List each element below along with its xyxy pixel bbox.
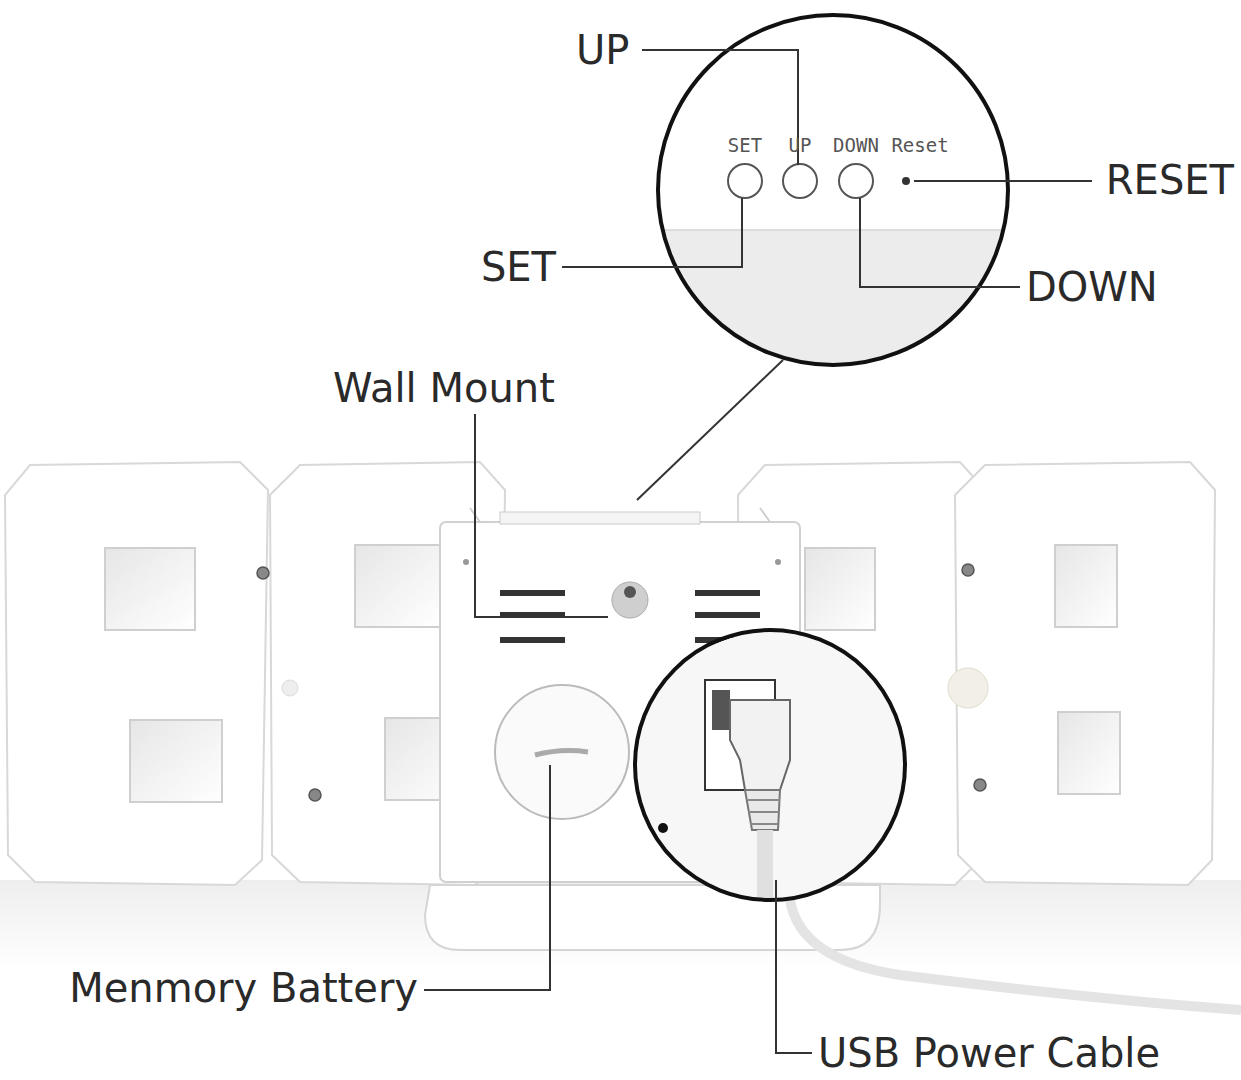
light-sensor bbox=[282, 680, 298, 696]
button-print: Reset bbox=[891, 135, 948, 156]
digit-window bbox=[355, 545, 440, 627]
screw bbox=[309, 789, 321, 801]
zoom-ring bbox=[658, 15, 1008, 365]
button-strip bbox=[500, 512, 700, 524]
vent bbox=[500, 637, 565, 643]
button bbox=[839, 164, 873, 198]
screw bbox=[775, 559, 781, 565]
zoom-pointer bbox=[637, 360, 783, 500]
usb-zoom bbox=[637, 632, 903, 900]
digit-window bbox=[1058, 712, 1120, 794]
leader-line bbox=[475, 414, 608, 617]
leader-line bbox=[860, 198, 1020, 287]
button-zoom bbox=[650, 0, 1030, 380]
button-print: DOWN bbox=[833, 135, 879, 156]
clock-digits bbox=[5, 462, 1215, 885]
button-print: SET bbox=[728, 135, 762, 156]
keyhole-slot bbox=[624, 586, 636, 598]
digit-window bbox=[805, 548, 875, 630]
plug-strain-relief bbox=[745, 790, 780, 830]
vent bbox=[695, 590, 760, 596]
zoom-ring bbox=[635, 630, 905, 900]
callout-label: DOWN bbox=[1026, 265, 1158, 309]
floor-shadow bbox=[0, 880, 1241, 970]
usb-cable bbox=[790, 900, 1241, 1010]
light-sensor bbox=[948, 668, 988, 708]
leader-lines bbox=[424, 50, 1092, 1053]
button bbox=[728, 164, 762, 198]
callout-label: Wall Mount bbox=[333, 366, 555, 410]
screw bbox=[257, 567, 269, 579]
plug bbox=[730, 700, 790, 790]
button-print: UP bbox=[789, 135, 812, 156]
leader-line bbox=[642, 50, 798, 165]
callout-label: UP bbox=[576, 28, 629, 72]
zoom-shadow bbox=[650, 230, 1030, 380]
digit-body bbox=[5, 462, 268, 885]
vent bbox=[695, 612, 760, 618]
digit-window bbox=[1055, 545, 1117, 627]
digit-window bbox=[105, 548, 195, 630]
leader-line bbox=[424, 765, 550, 990]
leader-line bbox=[914, 180, 1092, 182]
button bbox=[783, 164, 817, 198]
keyhole bbox=[612, 582, 648, 618]
digit-window bbox=[130, 720, 222, 802]
zoom-ground bbox=[650, 0, 1030, 380]
zoom-edge bbox=[650, 229, 1030, 231]
leader-line bbox=[562, 198, 742, 267]
digit-body bbox=[955, 462, 1215, 885]
screw bbox=[962, 564, 974, 576]
reset-hole bbox=[902, 177, 910, 185]
callout-label: Menmory Battery bbox=[69, 966, 418, 1010]
socket-hole bbox=[712, 690, 730, 730]
battery-cover bbox=[495, 685, 629, 819]
callout-label: RESET bbox=[1106, 158, 1234, 202]
callout-label: USB Power Cable bbox=[818, 1031, 1160, 1075]
vent bbox=[500, 590, 565, 596]
battery-slot bbox=[535, 751, 588, 755]
screw bbox=[463, 559, 469, 565]
hole-dot bbox=[658, 823, 668, 833]
leader-line bbox=[776, 880, 812, 1053]
callout-label: SET bbox=[481, 245, 556, 289]
usb-cable bbox=[757, 830, 773, 900]
screw bbox=[974, 779, 986, 791]
plug-ribs bbox=[748, 800, 780, 824]
